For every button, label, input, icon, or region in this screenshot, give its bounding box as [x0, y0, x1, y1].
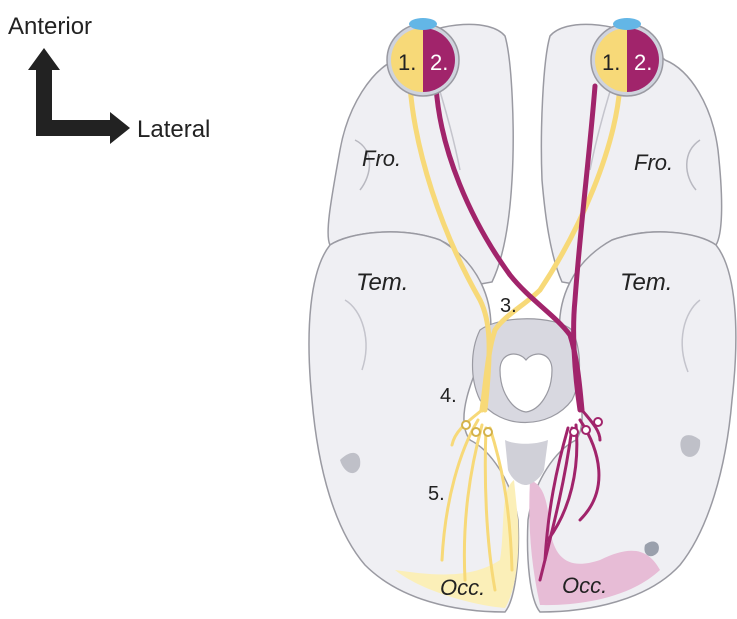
- frontal-right-label: Fro.: [634, 150, 673, 175]
- eye-right-nasal-label: 2.: [634, 50, 652, 75]
- brain-outline: [309, 24, 736, 612]
- orientation-arrow-icon: [28, 48, 130, 144]
- lgn-node: [594, 418, 602, 426]
- lgn-node: [462, 421, 470, 429]
- eye-left-temporal-label: 1.: [398, 50, 416, 75]
- radiations-label: 5.: [428, 483, 445, 505]
- lateral-label: Lateral: [137, 116, 210, 143]
- eye-right-temporal-label: 1.: [602, 50, 620, 75]
- lgn-label: 4.: [440, 385, 457, 407]
- orientation-indicator: Anterior Lateral: [8, 13, 210, 144]
- occipital-right-label: Occ.: [562, 573, 607, 598]
- lgn-node: [570, 428, 578, 436]
- cornea: [409, 18, 437, 30]
- temporal-lobe-left: [309, 232, 518, 612]
- occipital-left-label: Occ.: [440, 575, 485, 600]
- lgn-node: [582, 426, 590, 434]
- cornea: [613, 18, 641, 30]
- anterior-label: Anterior: [8, 13, 92, 40]
- temporal-left-label: Tem.: [356, 269, 408, 296]
- frontal-left-label: Fro.: [362, 146, 401, 171]
- eye-left-nasal-label: 2.: [430, 50, 448, 75]
- lgn-node: [472, 428, 480, 436]
- temporal-right-label: Tem.: [620, 269, 672, 296]
- chiasm-label: 3.: [500, 295, 517, 317]
- lgn-node: [484, 428, 492, 436]
